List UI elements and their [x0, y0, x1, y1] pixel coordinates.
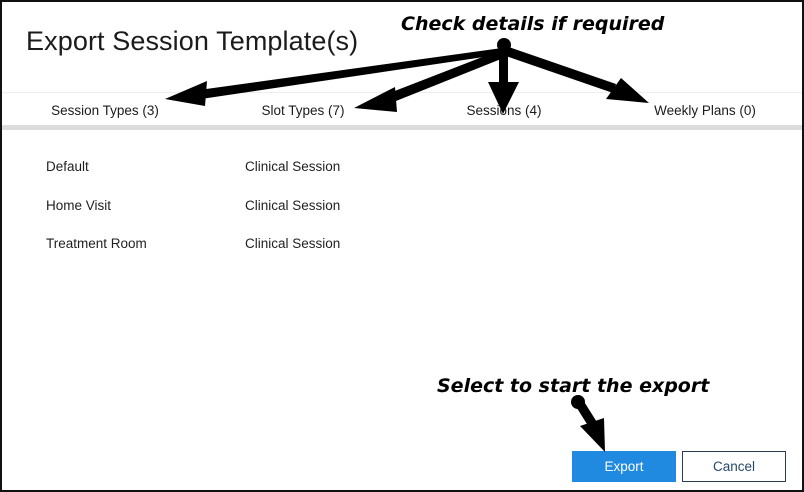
- row-template-type: Clinical Session: [245, 236, 341, 251]
- row-template-name: Default: [46, 159, 89, 174]
- row-template-name: Treatment Room: [46, 236, 147, 251]
- tab-session-types[interactable]: Session Types (3): [51, 103, 159, 118]
- tab-weekly-plans[interactable]: Weekly Plans (0): [654, 103, 756, 118]
- dialog-title-bar: Export Session Template(s): [2, 2, 802, 88]
- tab-sessions[interactable]: Sessions (4): [466, 103, 542, 118]
- row-template-type: Clinical Session: [245, 159, 341, 174]
- row-template-type: Clinical Session: [245, 197, 341, 213]
- row-template-name: Home Visit: [46, 197, 112, 213]
- tab-separator-band: [2, 125, 802, 130]
- table-row[interactable]: Treatment Room Clinical Session: [2, 236, 802, 275]
- export-button[interactable]: Export: [572, 451, 676, 482]
- tab-strip: Session Types (3) Slot Types (7) Sessions …: [2, 92, 802, 125]
- cancel-button[interactable]: Cancel: [682, 451, 786, 482]
- table-row[interactable]: Home Visit Clinical Session: [2, 198, 802, 237]
- page-title: Export Session Template(s): [26, 26, 359, 56]
- tab-slot-types[interactable]: Slot Types (7): [261, 103, 345, 118]
- table-row[interactable]: Default Clinical Session: [2, 159, 802, 198]
